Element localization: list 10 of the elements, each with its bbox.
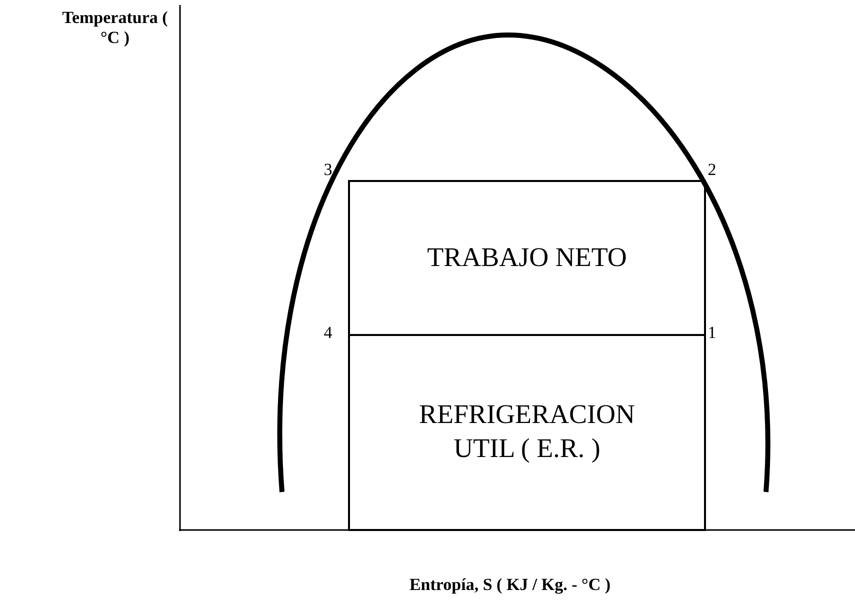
point-number: 2: [706, 160, 718, 180]
axis-title: Temperatura ( °C ): [61, 8, 169, 48]
area-label: REFRIGERACION UTIL ( E.R. ): [418, 398, 636, 465]
point-number: 4: [322, 323, 334, 343]
point-number: 1: [706, 323, 718, 343]
area-label: TRABAJO NETO: [426, 241, 628, 274]
axis-title: Entropía, S ( KJ / Kg. - °C ): [408, 575, 612, 595]
net-work-area: [348, 180, 706, 336]
refrigeration-area: [348, 334, 706, 531]
point-number: 3: [322, 160, 334, 180]
